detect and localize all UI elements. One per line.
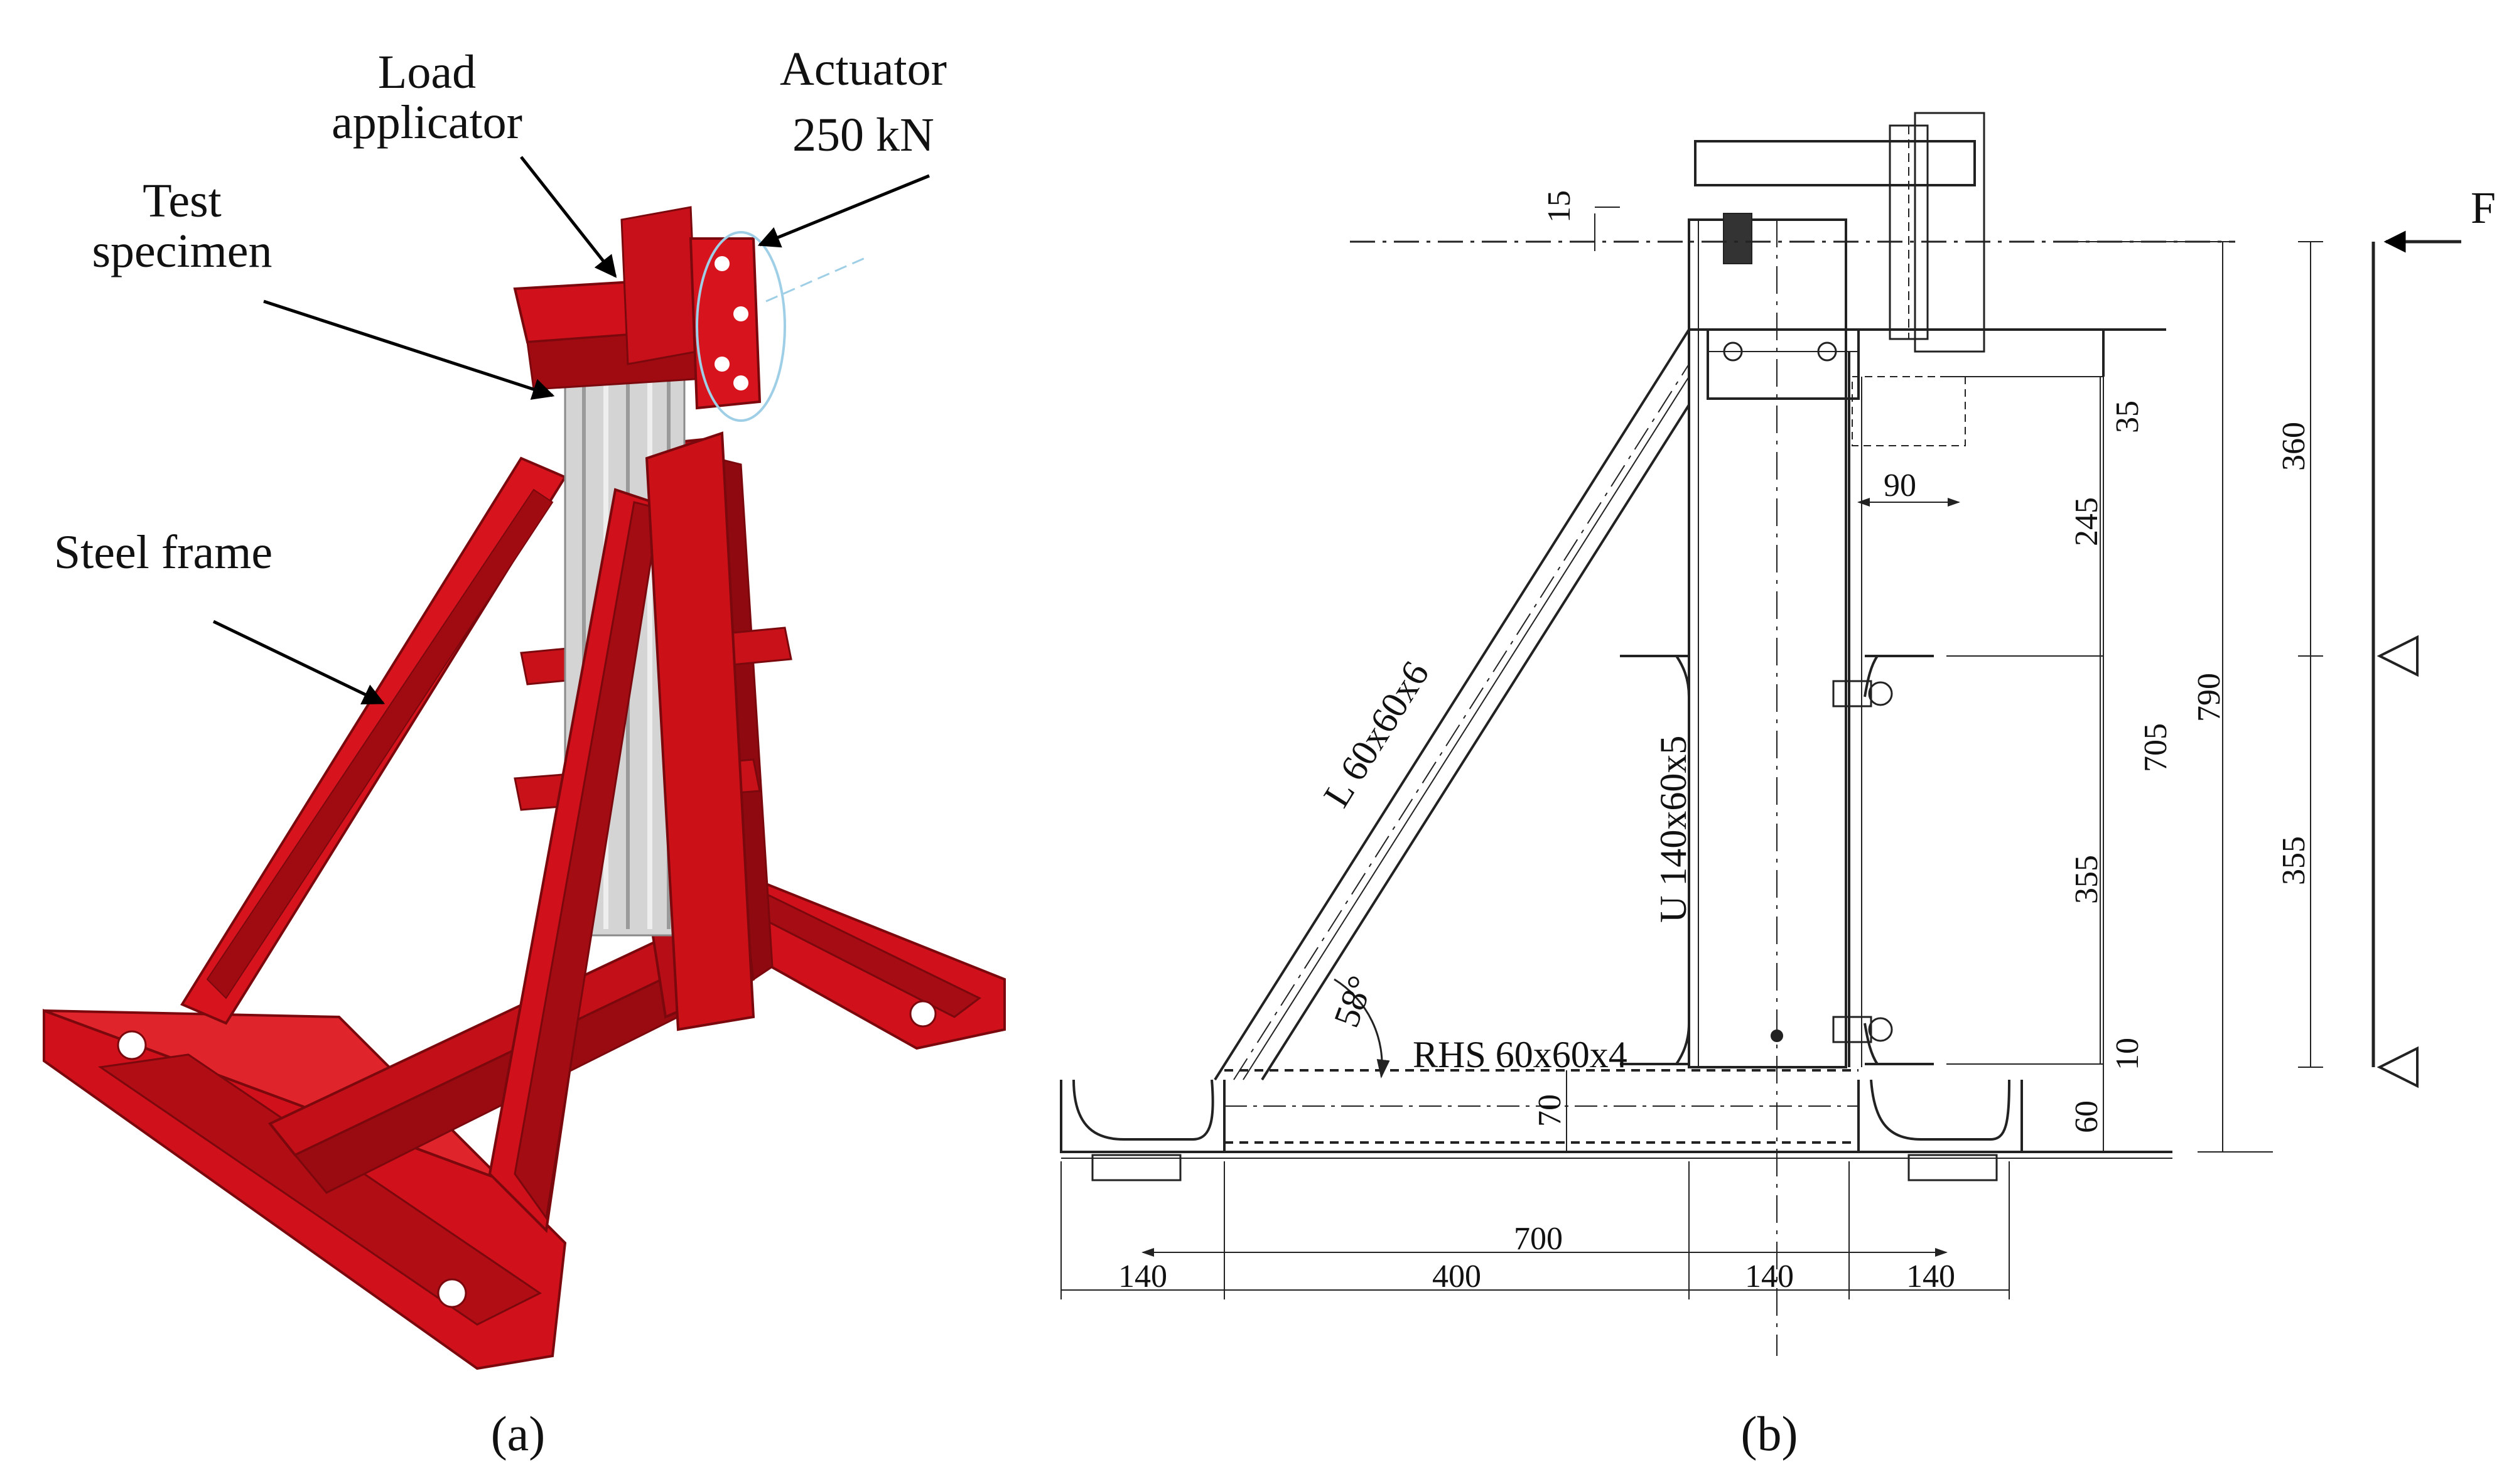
central-channel xyxy=(1688,218,1847,1068)
dim-60: 60 xyxy=(2069,1100,2105,1133)
top-head xyxy=(1694,140,1976,186)
dim-360: 360 xyxy=(2276,422,2312,471)
actuator-arrow xyxy=(757,174,930,248)
angle-edge-outer xyxy=(1214,328,1690,1081)
column-right xyxy=(645,431,755,1031)
load-applicator-label-line2: applicator xyxy=(332,96,522,149)
base-hole-front xyxy=(437,1278,467,1308)
angle-arc xyxy=(1334,978,1390,1078)
dim-140-left: 140 xyxy=(1118,1259,1167,1294)
base-channel-right xyxy=(1857,1079,2023,1153)
load-applicator-label-line1: Load xyxy=(378,46,476,99)
dim-705: 705 xyxy=(2138,723,2174,772)
dim-15: 15 xyxy=(1541,190,1577,223)
dim-90: 90 xyxy=(1884,468,1916,503)
panel-a-rendering: Load applicator Actuator 250 kN Test spe… xyxy=(43,43,1006,1461)
base-pad-left xyxy=(1091,1154,1182,1181)
base-hole-left xyxy=(117,1030,147,1060)
load-applicator-arrow xyxy=(520,156,617,278)
channel-section-label: U 140x60x5 xyxy=(1653,736,1694,923)
panel-b-caption: (b) xyxy=(1741,1406,1798,1461)
panel-a-caption: (a) xyxy=(491,1406,546,1461)
force-label: F xyxy=(2471,183,2496,233)
dim-700: 700 xyxy=(1514,1221,1563,1257)
dim-790: 790 xyxy=(2191,673,2227,722)
dim-245: 245 xyxy=(2069,497,2105,546)
dim-70: 70 xyxy=(1532,1094,1568,1127)
base-pad-right xyxy=(1907,1154,1998,1181)
panel-b-labels: L 60x60x6 U 140x60x5 RHS 60x60x4 58° F 1… xyxy=(1118,183,2496,1461)
test-specimen-label-line1: Test xyxy=(143,175,222,227)
steel-frame-label: Steel frame xyxy=(54,526,272,579)
test-specimen-arrow xyxy=(263,299,555,400)
steel-frame-arrow xyxy=(212,620,386,705)
support-upper xyxy=(2376,635,2419,677)
base-channel-left xyxy=(1060,1079,1226,1153)
actuator-label-line2: 250 kN xyxy=(792,109,934,161)
dim-355-scheme: 355 xyxy=(2276,836,2312,885)
rhs-section-label: RHS 60x60x4 xyxy=(1413,1034,1627,1075)
strut-left-flange xyxy=(206,488,554,999)
support-lower xyxy=(2376,1046,2419,1089)
dim-400: 400 xyxy=(1432,1259,1481,1294)
panel-b-drawing xyxy=(1060,112,2461,1356)
dim-10: 10 xyxy=(2110,1038,2145,1070)
dim-355: 355 xyxy=(2069,855,2105,904)
test-specimen-label-line2: specimen xyxy=(92,225,272,277)
dim-140-right: 140 xyxy=(1906,1259,1955,1294)
load-applicator-body xyxy=(513,206,867,422)
angle-edge-inner xyxy=(1261,404,1690,1081)
base-front-web xyxy=(97,1053,542,1326)
dim-140-mid: 140 xyxy=(1745,1259,1794,1294)
actuator-label-line1: Actuator xyxy=(780,43,947,95)
base-hole-back xyxy=(909,1000,937,1028)
dim-35: 35 xyxy=(2110,401,2145,433)
